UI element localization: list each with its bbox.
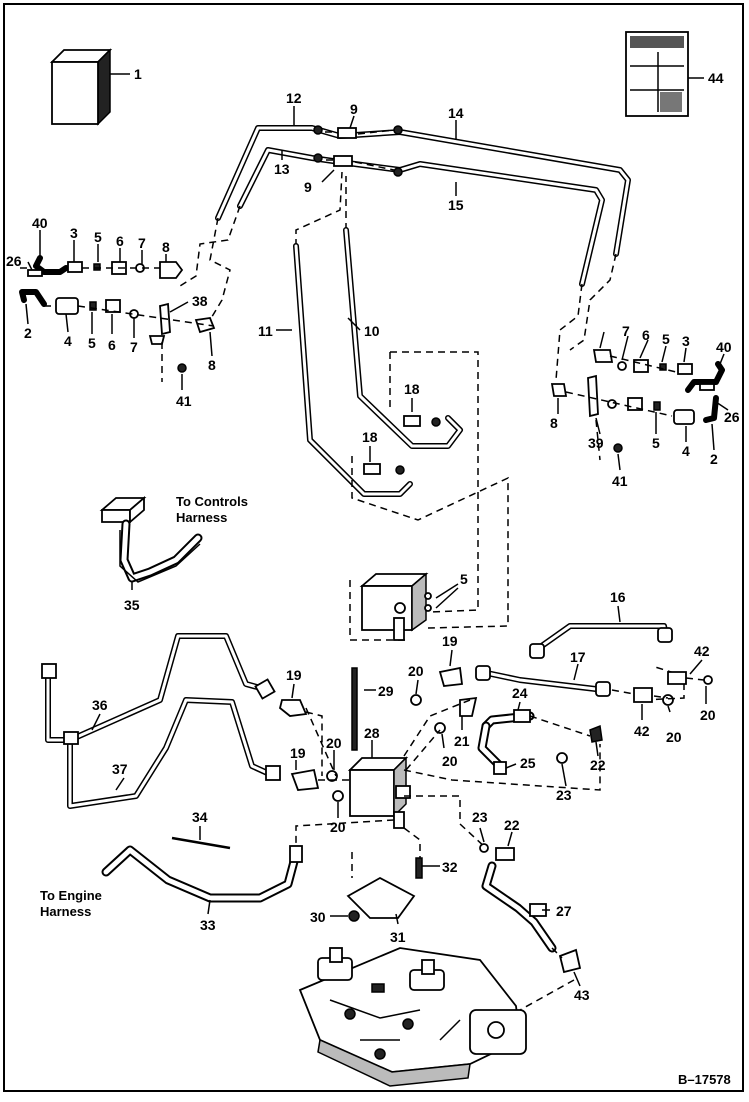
callout-30: 30 xyxy=(310,909,326,925)
callout-42: 42 xyxy=(694,643,710,659)
note-engine-line2: Harness xyxy=(40,904,91,919)
callout-37: 37 xyxy=(112,761,128,777)
callout-7: 7 xyxy=(138,235,146,251)
callout-18: 18 xyxy=(362,429,378,445)
callout-3: 3 xyxy=(682,333,690,349)
callout-4: 4 xyxy=(682,443,690,459)
callout-18: 18 xyxy=(404,381,420,397)
callout-12: 12 xyxy=(286,90,302,106)
callout-11: 11 xyxy=(258,323,273,339)
callout-16: 16 xyxy=(610,589,626,605)
callout-8: 8 xyxy=(208,357,216,373)
part-34-tie xyxy=(171,826,231,850)
harness-notes: To Controls Harness To Engine Harness xyxy=(40,494,248,919)
callout-9: 9 xyxy=(304,179,312,195)
fitting-stack-left xyxy=(19,230,216,390)
callout-20: 20 xyxy=(330,819,346,835)
callout-25: 25 xyxy=(520,755,536,771)
callout-36: 36 xyxy=(92,697,108,713)
hose-24-assembly xyxy=(477,701,603,787)
callout-40: 40 xyxy=(32,215,48,231)
callout-5: 5 xyxy=(662,331,670,347)
callout-35: 35 xyxy=(124,597,140,613)
part-31-bracket xyxy=(330,857,440,925)
callout-33: 33 xyxy=(200,917,216,933)
callout-29: 29 xyxy=(378,683,394,699)
callout-39: 39 xyxy=(588,435,604,451)
callout-42: 42 xyxy=(634,723,650,739)
callout-22: 22 xyxy=(590,757,606,773)
callout-13: 13 xyxy=(274,161,290,177)
callout-19: 19 xyxy=(290,745,306,761)
callout-2: 2 xyxy=(24,325,32,341)
callout-38: 38 xyxy=(192,293,208,309)
callout-10: 10 xyxy=(364,323,380,339)
center-block xyxy=(278,649,685,878)
callout-3: 3 xyxy=(70,225,78,241)
callout-9: 9 xyxy=(350,101,358,117)
callout-28: 28 xyxy=(364,725,380,741)
tube-set-middle xyxy=(276,227,509,629)
callout-7: 7 xyxy=(622,323,630,339)
callout-1: 1 xyxy=(134,66,142,82)
callout-4: 4 xyxy=(64,333,72,349)
callout-41: 41 xyxy=(176,393,192,409)
callout-14: 14 xyxy=(448,105,464,121)
callout-6: 6 xyxy=(642,327,650,343)
callout-labels: 1 44 12 9 14 13 9 15 40 3 5 6 7 8 26 2 4… xyxy=(6,66,740,1003)
part-44-decal xyxy=(625,31,704,117)
fitting-stack-right xyxy=(550,331,729,471)
callout-41: 41 xyxy=(612,473,628,489)
note-controls-line2: Harness xyxy=(176,510,227,525)
callout-23: 23 xyxy=(556,787,572,803)
figure-number: B–17578 xyxy=(678,1072,731,1087)
callout-5: 5 xyxy=(460,571,468,587)
callout-20: 20 xyxy=(700,707,716,723)
callout-21: 21 xyxy=(454,733,470,749)
part-1-box xyxy=(49,48,130,126)
callout-2: 2 xyxy=(710,451,718,467)
callout-15: 15 xyxy=(448,197,464,213)
callout-17: 17 xyxy=(570,649,586,665)
callout-19: 19 xyxy=(442,633,458,649)
callout-5: 5 xyxy=(94,229,102,245)
callout-26: 26 xyxy=(6,253,22,269)
part-35-harness xyxy=(99,496,203,590)
valve-assembly xyxy=(349,572,459,641)
callout-43: 43 xyxy=(574,987,590,1003)
note-controls-line1: To Controls xyxy=(176,494,248,509)
callout-44: 44 xyxy=(708,70,724,86)
callout-5: 5 xyxy=(88,335,96,351)
callout-7: 7 xyxy=(130,339,138,355)
callout-27: 27 xyxy=(556,903,572,919)
callout-8: 8 xyxy=(550,415,558,431)
tube-set-top xyxy=(179,106,631,381)
callout-31: 31 xyxy=(390,929,406,945)
callout-20: 20 xyxy=(326,735,342,751)
tube-set-lower-left xyxy=(41,633,281,809)
callout-6: 6 xyxy=(116,233,124,249)
callout-20: 20 xyxy=(666,729,682,745)
part-33-harness xyxy=(101,845,303,915)
callout-24: 24 xyxy=(512,685,528,701)
callout-34: 34 xyxy=(192,809,208,825)
callout-26: 26 xyxy=(724,409,740,425)
note-engine-line1: To Engine xyxy=(40,888,102,903)
tube-set-lower-right xyxy=(475,605,713,720)
callout-22: 22 xyxy=(504,817,520,833)
callout-23: 23 xyxy=(472,809,488,825)
hydrostatic-pump xyxy=(298,947,527,1087)
callout-32: 32 xyxy=(442,859,458,875)
callout-40: 40 xyxy=(716,339,732,355)
callout-20: 20 xyxy=(442,753,458,769)
hose-27-assembly xyxy=(479,827,582,1011)
callout-6: 6 xyxy=(108,337,116,353)
callout-8: 8 xyxy=(162,239,170,255)
callout-19: 19 xyxy=(286,667,302,683)
callout-20: 20 xyxy=(408,663,424,679)
callout-5: 5 xyxy=(652,435,660,451)
